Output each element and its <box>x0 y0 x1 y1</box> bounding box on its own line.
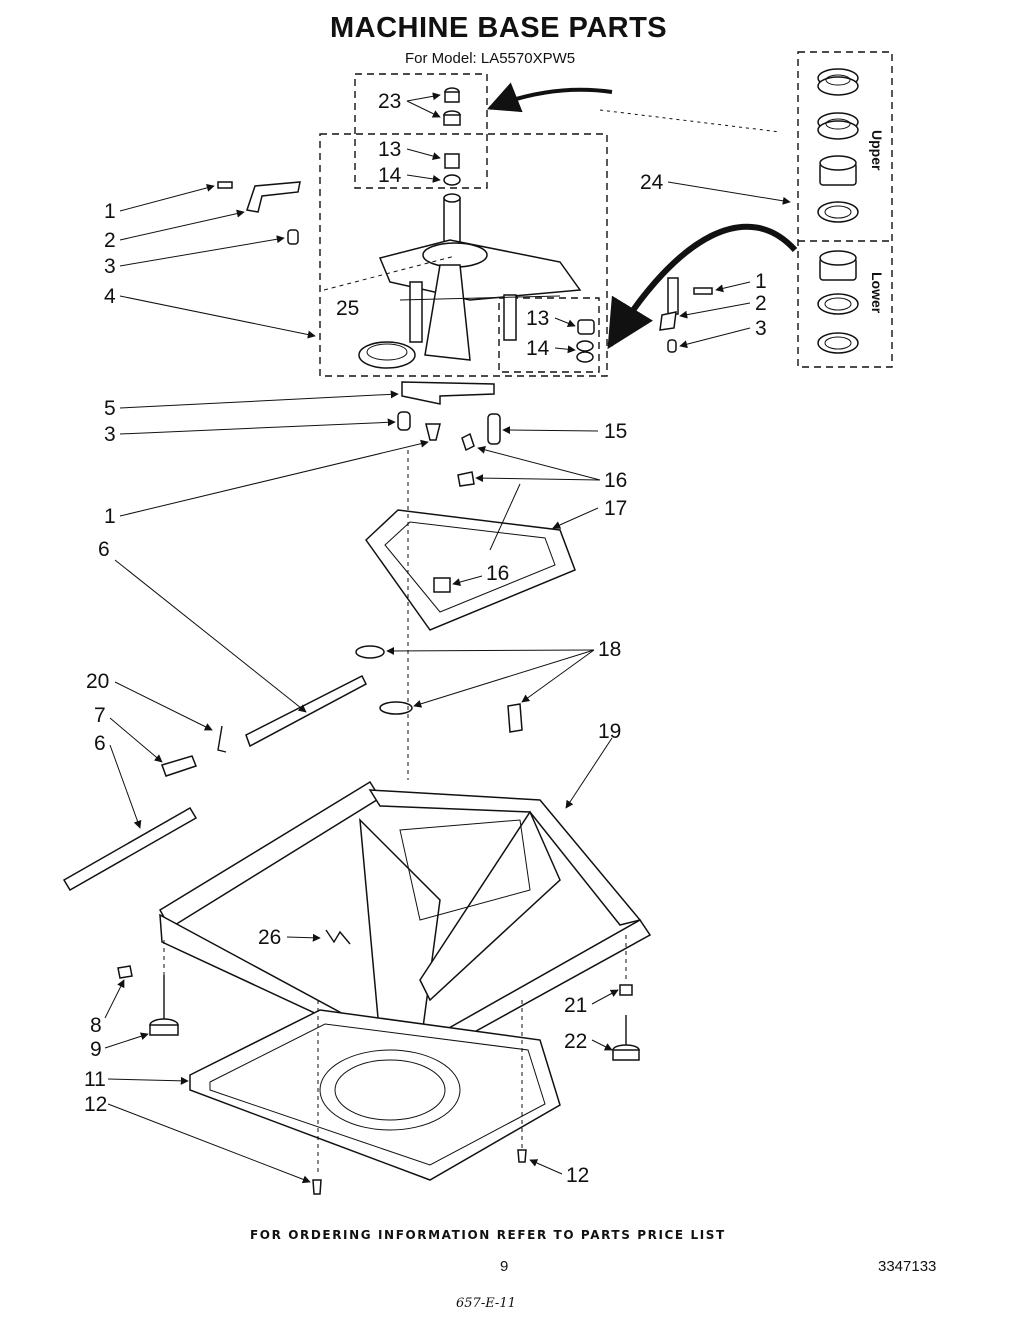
callout-14-top: 14 <box>378 164 402 187</box>
callout-16-top: 16 <box>604 469 627 492</box>
callout-25: 25 <box>336 297 359 320</box>
kit-label-upper: Upper <box>869 130 885 171</box>
callout-17: 17 <box>604 497 627 520</box>
callout-3-mid: 3 <box>104 423 116 446</box>
callout-5: 5 <box>104 397 116 420</box>
part-20-spring-clip <box>217 725 227 753</box>
bearing-kit-upper-lower-box <box>797 51 893 368</box>
part-12-screws <box>312 1149 527 1195</box>
callout-19: 19 <box>598 720 621 743</box>
callout-4: 4 <box>104 285 116 308</box>
part-11-base-pan <box>189 1009 561 1181</box>
callout-8: 8 <box>90 1014 102 1037</box>
callout-7: 7 <box>94 704 106 727</box>
callout-12-left: 12 <box>84 1093 107 1116</box>
large-arrow-to-bearing-kit <box>607 223 798 350</box>
callout-2-top-left: 2 <box>104 229 116 252</box>
callout-15: 15 <box>604 420 627 443</box>
gearcase-assembly-box <box>319 133 608 377</box>
leveling-legs <box>117 965 640 1061</box>
seal-kit-box <box>354 73 488 189</box>
model-subtitle: For Model: LA5570XPW5 <box>405 50 576 67</box>
part-7-spring <box>161 755 197 777</box>
right-hardware <box>659 277 713 353</box>
upper-bearing-rings <box>817 68 859 223</box>
callout-14-right: 14 <box>526 337 550 360</box>
callout-9: 9 <box>90 1038 102 1061</box>
page-title: MACHINE BASE PARTS <box>330 12 668 44</box>
callout-6-upper: 6 <box>98 538 110 561</box>
callout-24: 24 <box>640 171 664 194</box>
callout-18: 18 <box>598 638 621 661</box>
callout-22: 22 <box>564 1030 587 1053</box>
large-arrow-to-seal-kit <box>487 82 613 113</box>
callout-numbers: 23 13 14 24 1 2 3 4 25 13 14 1 2 3 5 3 1… <box>84 90 767 1187</box>
transmission-assembly <box>378 193 582 361</box>
callout-3-right: 3 <box>755 317 767 340</box>
part-26-clip <box>325 929 351 945</box>
handwritten-code: 657-E-11 <box>456 1296 516 1311</box>
part-5-bracket <box>397 381 501 445</box>
part-6-bar-lower <box>62 806 198 892</box>
callout-1-top-left: 1 <box>104 200 116 223</box>
page-number: 9 <box>500 1258 509 1275</box>
callout-3-top-left: 3 <box>104 255 116 278</box>
ordering-info-note: FOR ORDERING INFORMATION REFER TO PARTS … <box>250 1228 726 1242</box>
callout-13-top: 13 <box>378 138 401 161</box>
lower-bearing-rings <box>817 250 859 354</box>
callout-20: 20 <box>86 670 109 693</box>
bearing-kit-parts <box>576 319 595 363</box>
part-16-clip-mid <box>457 471 475 487</box>
part-18-clips <box>355 645 523 733</box>
part-19-base-frame <box>158 780 652 1063</box>
bearing-kit-box <box>498 297 600 373</box>
part-17-support <box>365 509 576 631</box>
callout-23: 23 <box>378 90 401 113</box>
callout-26: 26 <box>258 926 281 949</box>
callout-6-lower: 6 <box>94 732 106 755</box>
kit-label-lower: Lower <box>869 272 885 314</box>
callout-13-right: 13 <box>526 307 549 330</box>
callout-1-right: 1 <box>755 270 767 293</box>
part-16-clip-top <box>461 432 475 452</box>
callout-2-right: 2 <box>755 292 767 315</box>
document-number: 3347133 <box>878 1258 937 1275</box>
seal-kit-parts <box>443 87 461 186</box>
callout-1-mid: 1 <box>104 505 116 528</box>
top-left-hardware <box>217 181 301 245</box>
callout-11: 11 <box>84 1068 106 1091</box>
part-6-bar-upper <box>245 674 367 748</box>
callout-21: 21 <box>564 994 587 1017</box>
callout-16-bottom: 16 <box>486 562 509 585</box>
callout-leader-lines <box>104 92 791 1184</box>
callout-12-right: 12 <box>566 1164 589 1187</box>
part-25-ring <box>358 341 416 369</box>
